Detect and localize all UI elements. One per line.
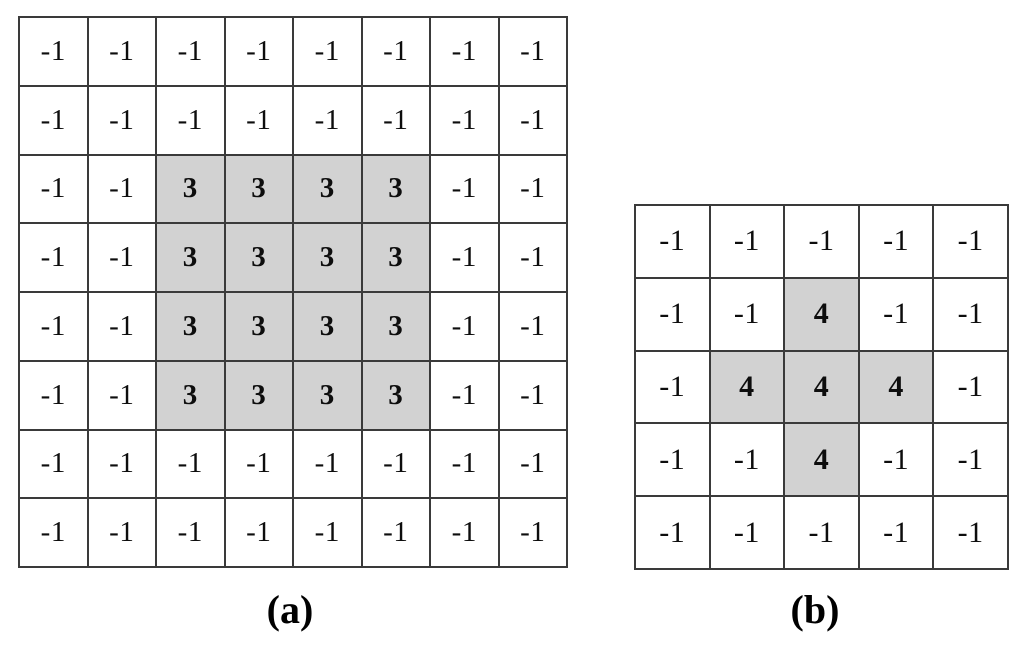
matrix-cell: -1	[431, 293, 500, 362]
matrix-cell: -1	[636, 424, 711, 498]
matrix-cell: -1	[362, 499, 431, 568]
matrix-cell: -1	[431, 18, 500, 87]
matrix-cell: 4	[859, 351, 935, 425]
matrix-cell: -1	[20, 86, 89, 156]
matrix-cell: -1	[785, 206, 860, 279]
matrix-cell: 4	[785, 424, 860, 498]
matrix-cell: -1	[362, 18, 431, 87]
matrix-cell: -1	[636, 206, 711, 279]
matrix-cell: -1	[859, 424, 935, 498]
matrix-cell: 4	[710, 351, 786, 425]
matrix-cell: 4	[785, 351, 860, 425]
matrix-cell: -1	[20, 430, 89, 500]
matrix-cell: 3	[294, 155, 363, 225]
matrix-cell: 3	[225, 361, 294, 431]
matrix-cell: -1	[934, 497, 1009, 570]
matrix-cell: -1	[88, 86, 157, 156]
matrix-cell: 3	[362, 155, 431, 225]
matrix-cell: -1	[294, 430, 363, 500]
matrix-cell: 3	[225, 224, 294, 293]
matrix-cell: 3	[157, 361, 226, 431]
matrix-cell: -1	[20, 224, 89, 293]
matrix-cell: -1	[88, 18, 157, 87]
matrix-cell: -1	[431, 430, 500, 500]
matrix-cell: -1	[20, 18, 89, 87]
matrix-cell: -1	[225, 18, 294, 87]
matrix-cell: -1	[499, 155, 568, 225]
matrix-cell: -1	[934, 351, 1009, 425]
matrix-cell: -1	[157, 430, 226, 500]
matrix-cell: -1	[88, 430, 157, 500]
matrix-cell: -1	[294, 18, 363, 87]
matrix-cell: 3	[157, 155, 226, 225]
matrix-cell: -1	[431, 86, 500, 156]
matrix-cell: -1	[934, 424, 1009, 498]
matrix-cell: 3	[157, 293, 226, 362]
matrix-cell: -1	[431, 224, 500, 293]
matrix-cell: -1	[157, 499, 226, 568]
matrix-cell: 3	[362, 361, 431, 431]
matrix-cell: 3	[294, 224, 363, 293]
matrix-cell: -1	[859, 278, 935, 352]
matrix-cell: -1	[499, 293, 568, 362]
matrix-cell: -1	[710, 497, 786, 570]
matrix-cell: 3	[294, 293, 363, 362]
matrix-cell: -1	[431, 155, 500, 225]
matrix-cell: 3	[157, 224, 226, 293]
matrix-cell: -1	[499, 499, 568, 568]
matrix-cell: -1	[88, 224, 157, 293]
matrix-cell: -1	[20, 361, 89, 431]
matrix-cell: 3	[294, 361, 363, 431]
matrix-cell: -1	[499, 224, 568, 293]
matrix-cell: -1	[785, 497, 860, 570]
matrix-cell: -1	[88, 293, 157, 362]
matrix-cell: -1	[934, 278, 1009, 352]
matrix-cell: -1	[710, 206, 786, 279]
matrix-cell: 4	[785, 278, 860, 352]
matrix-cell: -1	[88, 499, 157, 568]
matrix-cell: -1	[88, 155, 157, 225]
matrix-cell: -1	[499, 18, 568, 87]
matrix-cell: -1	[294, 499, 363, 568]
matrix-cell: -1	[636, 351, 711, 425]
matrix-cell: -1	[225, 86, 294, 156]
matrix-cell: -1	[710, 278, 786, 352]
matrix-cell: -1	[499, 86, 568, 156]
matrix-cell: -1	[225, 430, 294, 500]
matrix-cell: -1	[157, 18, 226, 87]
matrix-cell: -1	[636, 278, 711, 352]
matrix-cell: -1	[157, 86, 226, 156]
matrix-cell: -1	[20, 499, 89, 568]
matrix-cell: -1	[636, 497, 711, 570]
matrix-cell: 3	[362, 293, 431, 362]
matrix-cell: 3	[225, 155, 294, 225]
matrix-cell: -1	[362, 86, 431, 156]
matrix-cell: -1	[20, 155, 89, 225]
matrix-cell: -1	[294, 86, 363, 156]
matrix-cell: -1	[225, 499, 294, 568]
matrix-cell: -1	[431, 361, 500, 431]
matrix-cell: 3	[225, 293, 294, 362]
matrix-cell: -1	[710, 424, 786, 498]
matrix-cell: -1	[431, 499, 500, 568]
matrix-cell: -1	[859, 206, 935, 279]
matrix-cell: -1	[362, 430, 431, 500]
matrix-cell: -1	[859, 497, 935, 570]
panel-a-caption: (a)	[266, 587, 314, 632]
matrix-cell: -1	[499, 361, 568, 431]
matrix-cell: 3	[362, 224, 431, 293]
matrix-cell: -1	[934, 206, 1009, 279]
matrix-cell: -1	[20, 293, 89, 362]
panel-b-caption: (b)	[790, 587, 840, 632]
matrix-cell: -1	[499, 430, 568, 500]
matrix-cell: -1	[88, 361, 157, 431]
